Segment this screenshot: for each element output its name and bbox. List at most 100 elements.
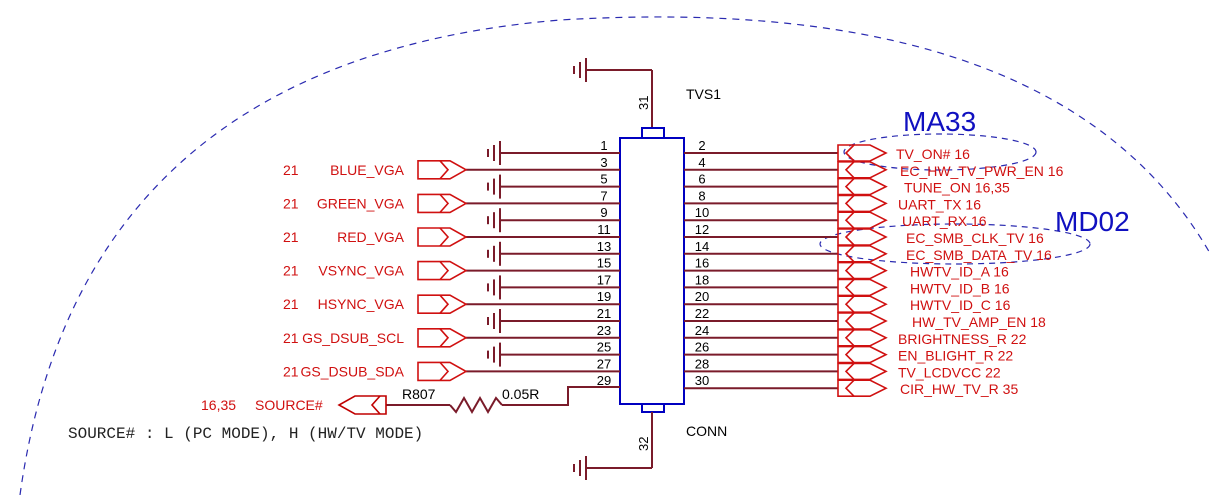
pin-number-23: 23 bbox=[597, 323, 611, 338]
pin-number-8: 8 bbox=[698, 188, 705, 203]
resistor-refdes: R807 bbox=[402, 386, 436, 402]
md02-highlight-ellipse bbox=[819, 223, 1091, 265]
port-arrow bbox=[439, 328, 450, 348]
resistor-value: 0.05R bbox=[502, 386, 539, 402]
net-label-uart_tx: UART_TX 16 bbox=[898, 196, 981, 212]
source-page-ref: 16,35 bbox=[201, 397, 236, 413]
port-arrow bbox=[844, 161, 855, 179]
source-mode-note: SOURCE# : L (PC MODE), H (HW/TV MODE) bbox=[68, 425, 423, 443]
net-port-en_blight_r bbox=[837, 345, 888, 364]
net-port-gs_dsub_sda bbox=[417, 361, 468, 382]
port-arrow bbox=[844, 346, 855, 364]
port-arrow bbox=[844, 178, 855, 196]
pin-number-18: 18 bbox=[695, 272, 709, 287]
net-label-ec_smb_data_tv: EC_SMB_DATA_TV 16 bbox=[906, 247, 1052, 263]
port-arrow bbox=[844, 144, 855, 162]
port-arrow bbox=[844, 228, 855, 246]
net-port-red_vga bbox=[417, 227, 468, 247]
net-port-uart_rx bbox=[837, 211, 888, 229]
net-label-tv_on#: TV_ON# 16 bbox=[896, 146, 970, 162]
pin-number-29: 29 bbox=[597, 373, 611, 388]
net-port-ec_hw_tv_pwr_en bbox=[837, 161, 888, 179]
pin-number-13: 13 bbox=[597, 239, 611, 254]
port-arrow bbox=[439, 160, 450, 180]
port-arrow bbox=[844, 312, 855, 330]
net-port-green_vga bbox=[417, 193, 468, 214]
source-port-symbol bbox=[337, 395, 387, 415]
pin-number-28: 28 bbox=[695, 356, 709, 371]
net-label-hw_tv_amp_en: HW_TV_AMP_EN 18 bbox=[912, 314, 1046, 330]
page-ref: 21 bbox=[283, 363, 299, 379]
net-port-hsync_vga bbox=[417, 294, 468, 315]
port-arrow bbox=[439, 261, 450, 281]
port-arrow bbox=[844, 194, 855, 212]
port-arrow bbox=[844, 362, 855, 380]
net-label-blue_vga: BLUE_VGA bbox=[330, 162, 405, 178]
pin-32-label: 32 bbox=[636, 437, 651, 451]
net-label-cir_hw_tv_r: CIR_HW_TV_R 35 bbox=[900, 381, 1018, 397]
source-net-label: SOURCE# bbox=[255, 397, 323, 413]
net-port-cir_hw_tv_r bbox=[837, 379, 888, 398]
pin-number-17: 17 bbox=[597, 272, 611, 287]
net-port-hwtv_id_b bbox=[837, 278, 888, 297]
net-port-tv_on# bbox=[837, 144, 888, 162]
pin-number-20: 20 bbox=[695, 289, 709, 304]
pin-number-9: 9 bbox=[600, 205, 607, 220]
pin-number-30: 30 bbox=[695, 373, 709, 388]
port-arrow bbox=[439, 361, 450, 381]
pin-number-3: 3 bbox=[600, 155, 607, 170]
pin-number-14: 14 bbox=[695, 239, 709, 254]
connector-refdes: TVS1 bbox=[686, 86, 721, 102]
pin-number-7: 7 bbox=[600, 188, 607, 203]
net-port-hwtv_id_c bbox=[837, 295, 888, 314]
pin-number-4: 4 bbox=[698, 155, 705, 170]
connector-pins: 13BLUE_VGA2157GREEN_VGA21911RED_VGA21131… bbox=[283, 138, 1064, 397]
bottom-ground-symbol bbox=[573, 412, 653, 480]
pin-number-15: 15 bbox=[597, 256, 611, 271]
page-ref: 21 bbox=[283, 330, 299, 346]
net-label-hwtv_id_b: HWTV_ID_B 16 bbox=[910, 280, 1010, 296]
page-ref: 21 bbox=[283, 162, 299, 178]
pin-number-5: 5 bbox=[600, 172, 607, 187]
port-arrow bbox=[439, 294, 450, 314]
page-ref: 21 bbox=[283, 195, 299, 211]
net-label-ec_hw_tv_pwr_en: EC_HW_TV_PWR_EN 16 bbox=[900, 163, 1064, 179]
net-label-uart_rx: UART_RX 16 bbox=[902, 213, 987, 229]
pin-number-2: 2 bbox=[698, 138, 705, 153]
net-port-vsync_vga bbox=[417, 260, 468, 281]
pin-number-26: 26 bbox=[695, 340, 709, 355]
net-label-hsync_vga: HSYNC_VGA bbox=[318, 296, 405, 312]
page-ref: 21 bbox=[283, 296, 299, 312]
port-arrow bbox=[844, 245, 855, 263]
pin-number-22: 22 bbox=[695, 306, 709, 321]
port-arrow bbox=[844, 211, 855, 229]
pin-number-6: 6 bbox=[698, 172, 705, 187]
port-arrow bbox=[844, 379, 855, 397]
md02-annotation: MD02 bbox=[1055, 206, 1130, 237]
net-label-green_vga: GREEN_VGA bbox=[317, 195, 405, 211]
port-arrow bbox=[844, 278, 855, 296]
net-label-en_blight_r: EN_BLIGHT_R 22 bbox=[898, 348, 1013, 364]
port-arrow bbox=[439, 227, 450, 247]
net-label-brightness_r: BRIGHTNESS_R 22 bbox=[898, 331, 1027, 347]
net-port-gs_dsub_scl bbox=[417, 327, 468, 348]
net-port-tune_on bbox=[837, 177, 888, 196]
port-arrow bbox=[844, 262, 855, 280]
net-label-hwtv_id_a: HWTV_ID_A 16 bbox=[910, 264, 1009, 280]
port-arrow bbox=[844, 295, 855, 313]
connector-bottom-tab bbox=[641, 403, 665, 413]
pin-31-label: 31 bbox=[636, 96, 651, 110]
region-boundary-arc bbox=[19, 16, 1211, 495]
net-port-blue_vga bbox=[417, 160, 468, 180]
net-port-ec_smb_clk_tv bbox=[837, 228, 888, 246]
net-port-tv_lcdvcc bbox=[837, 362, 888, 381]
pin-number-27: 27 bbox=[597, 356, 611, 371]
top-ground-symbol bbox=[573, 58, 653, 128]
ma33-annotation: MA33 bbox=[903, 106, 976, 137]
net-port-uart_tx bbox=[837, 194, 888, 213]
pin-number-24: 24 bbox=[695, 323, 709, 338]
net-label-hwtv_id_c: HWTV_ID_C 16 bbox=[910, 297, 1011, 313]
pin-number-16: 16 bbox=[695, 256, 709, 271]
pin-number-11: 11 bbox=[597, 222, 611, 237]
pin-number-21: 21 bbox=[597, 306, 611, 321]
